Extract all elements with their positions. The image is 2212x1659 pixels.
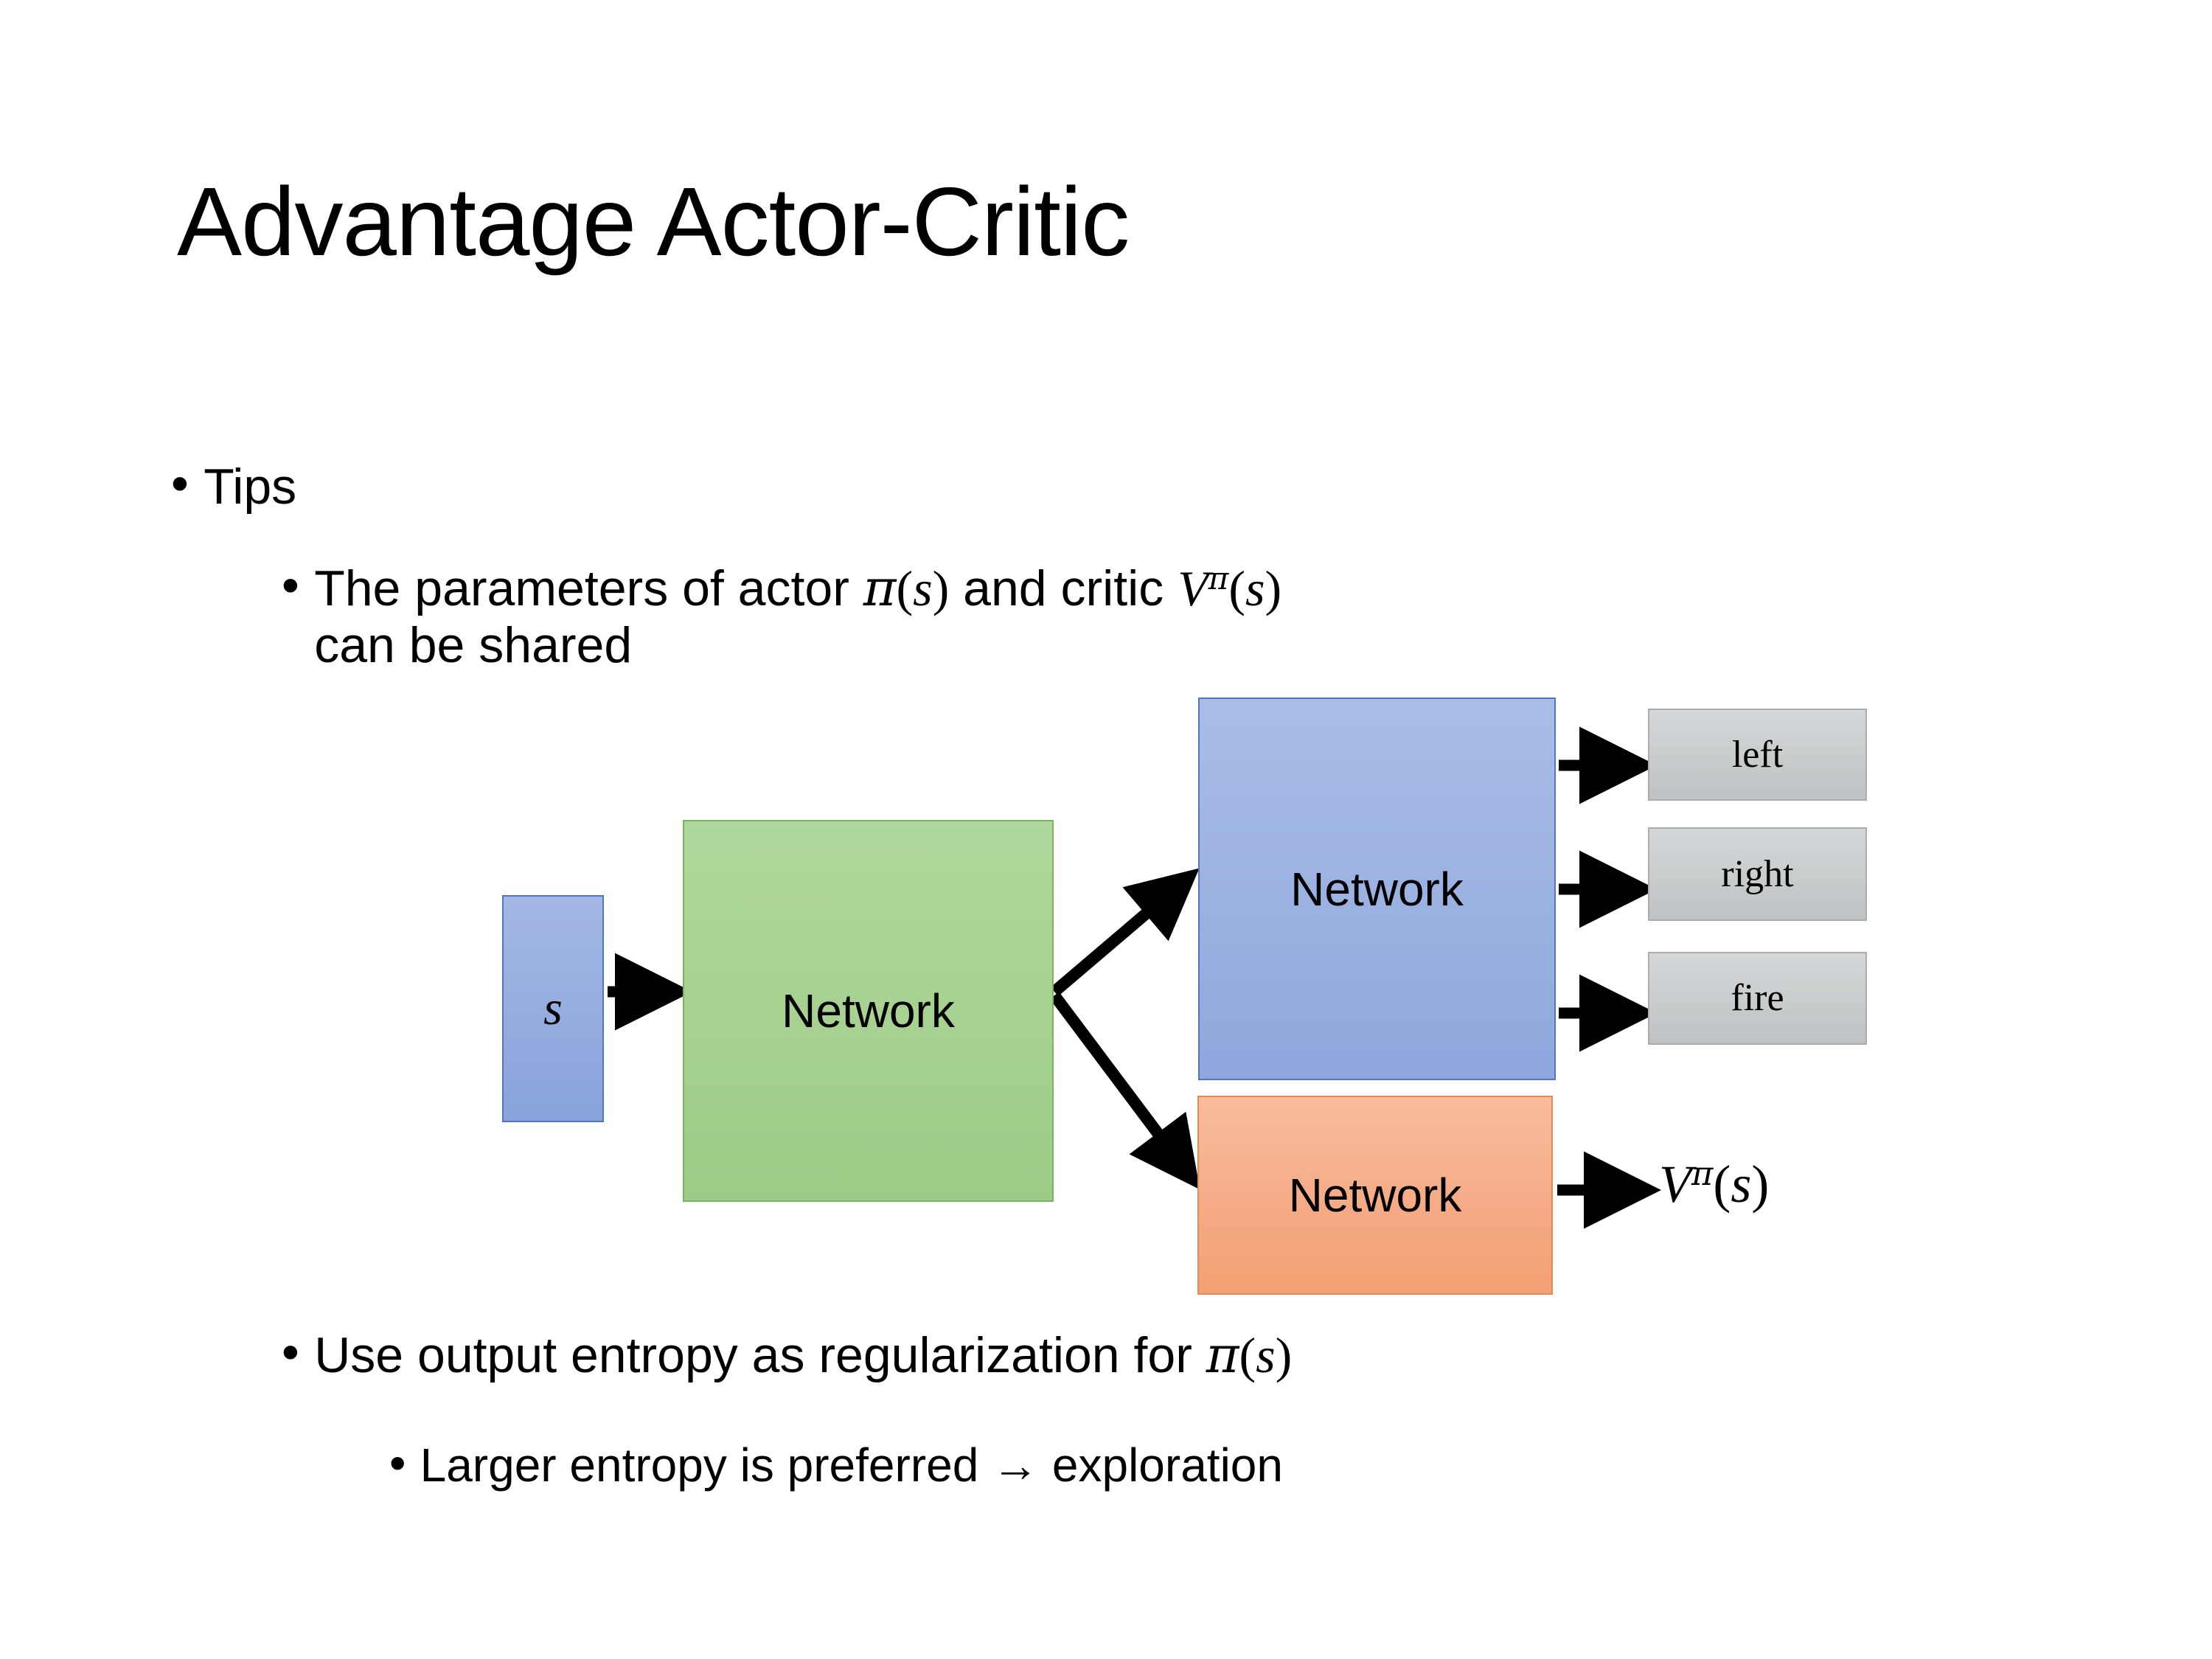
actor-network-box[interactable]: Network xyxy=(1198,698,1556,1080)
action-output-label: fire xyxy=(1731,977,1784,1019)
pi-superscript: π xyxy=(1691,1155,1714,1193)
action-output-label: right xyxy=(1721,852,1794,895)
action-output-fire[interactable]: fire xyxy=(1648,952,1867,1045)
critic-network-label: Network xyxy=(1288,1169,1462,1222)
page-title: Advantage Actor-Critic xyxy=(177,167,1130,276)
arrow-shared-to-critic xyxy=(1049,992,1200,1190)
shared-network-box[interactable]: Network xyxy=(683,820,1054,1202)
bullet-entropy-text: Use output entropy as regularization for… xyxy=(314,1327,1292,1384)
bullet-marker-icon: • xyxy=(389,1436,406,1489)
paren-open: ( xyxy=(1228,560,1246,616)
entropy-text: Use output entropy as regularization for xyxy=(314,1327,1206,1383)
value-function-output: Vπ(s) xyxy=(1659,1158,1769,1211)
critic-network-box[interactable]: Network xyxy=(1197,1096,1553,1295)
bullet-tips-label: Tips xyxy=(204,459,297,515)
value-function-symbol: V xyxy=(1659,1155,1691,1214)
paren-close: ) xyxy=(1275,1327,1293,1383)
state-input-label: s xyxy=(543,981,563,1035)
arrow-shared-to-actor xyxy=(1050,868,1200,997)
paren-open: ( xyxy=(896,560,914,616)
state-var: s xyxy=(1245,560,1265,616)
bullet-tips: • Tips xyxy=(171,459,296,515)
bullet-shared-text: The parameters of actor π(s) and critic … xyxy=(314,560,1281,673)
paren-close: ) xyxy=(1265,560,1282,616)
bullet-marker-icon: • xyxy=(171,456,189,512)
bullet-entropy-regularization: • Use output entropy as regularization f… xyxy=(282,1327,1292,1384)
state-var: s xyxy=(913,560,933,616)
pi-symbol: π xyxy=(863,560,897,618)
bullet-larger-label: Larger entropy is preferred → exploratio… xyxy=(420,1439,1283,1492)
value-function-symbol: V xyxy=(1178,560,1208,616)
action-output-right[interactable]: right xyxy=(1648,827,1867,921)
paren-open: ( xyxy=(1713,1155,1731,1214)
paren-open: ( xyxy=(1239,1327,1256,1383)
state-var: s xyxy=(1731,1155,1752,1214)
bullet-marker-icon: • xyxy=(282,557,299,613)
shared-text-part1: The parameters of actor xyxy=(314,560,863,616)
pi-superscript: π xyxy=(1208,560,1229,597)
state-var: s xyxy=(1256,1327,1276,1383)
pi-symbol: π xyxy=(1206,1326,1239,1385)
paren-close: ) xyxy=(1751,1155,1770,1214)
shared-network-label: Network xyxy=(782,984,955,1037)
action-output-left[interactable]: left xyxy=(1648,709,1867,801)
shared-text-line2: can be shared xyxy=(314,617,633,674)
actor-network-label: Network xyxy=(1290,862,1464,916)
shared-text-part2: and critic xyxy=(949,560,1178,616)
bullet-marker-icon: • xyxy=(282,1324,299,1380)
action-output-label: left xyxy=(1731,733,1784,776)
paren-close: ) xyxy=(932,560,950,616)
bullet-shared-parameters: • The parameters of actor π(s) and criti… xyxy=(282,560,1992,673)
bullet-larger-entropy: • Larger entropy is preferred → explorat… xyxy=(389,1439,1283,1492)
state-input-box[interactable]: s xyxy=(502,895,604,1122)
